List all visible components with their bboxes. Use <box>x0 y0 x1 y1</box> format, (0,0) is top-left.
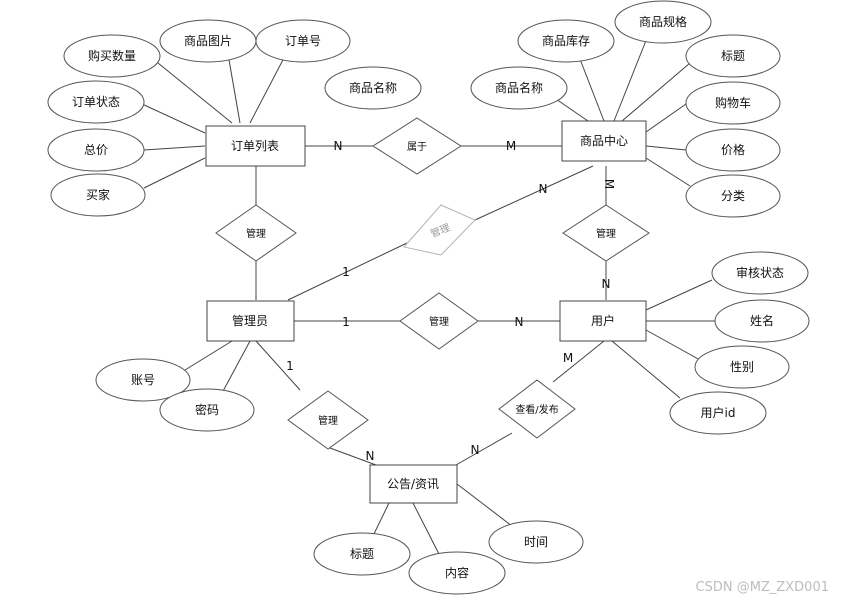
attr-ann-time-label: 时间 <box>524 535 548 549</box>
relationship-belongs: 属于 <box>372 117 462 175</box>
attr-gender: 性别 <box>694 345 790 389</box>
attr-spec-label: 商品规格 <box>639 14 687 29</box>
entity-user-label: 用户 <box>591 313 615 328</box>
attr-floating-product-name: 商品名称 <box>324 66 422 110</box>
attr-title: 标题 <box>685 34 781 78</box>
attr-ann-content: 内容 <box>408 551 506 595</box>
watermark: CSDN @MZ_ZXD001 <box>696 580 829 595</box>
attr-category-label: 分类 <box>721 189 745 203</box>
entity-order-list-label: 订单列表 <box>231 139 279 153</box>
entity-user: 用户 <box>559 300 647 342</box>
relationship-manage-announcements: 管理 <box>287 390 369 450</box>
attr-review-status-label: 审核状态 <box>736 265 784 280</box>
attr-category: 分类 <box>685 174 781 218</box>
card-product-manage: M <box>602 179 616 189</box>
attr-ann-title: 标题 <box>313 532 411 576</box>
card-admin-user-diamond: 1 <box>342 315 350 329</box>
relationship-manage-users: 管理 <box>562 204 650 262</box>
card-order-belongs: N <box>334 139 343 153</box>
card-mid-product: N <box>539 182 548 196</box>
attr-spec: 商品规格 <box>614 0 712 44</box>
card-admin-mid: 1 <box>342 265 350 279</box>
attr-purchase-qty: 购买数量 <box>63 34 161 78</box>
cardinality-labels: N M M N 1 N 1 N 1 N M N <box>286 139 616 463</box>
relationship-belongs-label: 属于 <box>407 141 427 153</box>
attr-stock-label: 商品库存 <box>542 33 590 48</box>
attr-floating-product-name-label: 商品名称 <box>349 80 397 95</box>
relationship-view-publish-label: 查看/发布 <box>515 403 558 416</box>
entity-product-center: 商品中心 <box>561 120 647 162</box>
card-manage-user: N <box>602 277 611 291</box>
attr-buyer-label: 买家 <box>86 187 110 202</box>
entity-announcement: 公告/资讯 <box>369 464 458 504</box>
attr-buyer: 买家 <box>50 173 146 217</box>
entity-admin: 管理员 <box>206 300 295 342</box>
attr-order-no: 订单号 <box>255 19 351 63</box>
attr-order-status: 订单状态 <box>47 80 145 124</box>
attr-product-name: 商品名称 <box>470 66 568 110</box>
attr-title-label: 标题 <box>721 49 745 63</box>
attr-user-id-label: 用户id <box>701 405 736 420</box>
attr-user-id: 用户id <box>669 391 767 435</box>
entity-admin-label: 管理员 <box>232 313 268 328</box>
attr-review-status: 审核状态 <box>711 251 809 295</box>
connector-lines <box>141 32 715 557</box>
relationship-admin-users-label: 管理 <box>429 315 449 328</box>
card-user-view-diamond: M <box>563 351 573 365</box>
relationship-manage-orders-label: 管理 <box>246 227 266 240</box>
relationship-manage-users-label: 管理 <box>596 227 616 240</box>
attr-ann-title-label: 标题 <box>350 547 374 561</box>
card-belongs-product: M <box>506 139 516 153</box>
attr-product-image-label: 商品图片 <box>184 33 232 48</box>
card-user-diamond-user: N <box>515 315 524 329</box>
attr-order-status-label: 订单状态 <box>72 95 120 109</box>
attr-price-label: 价格 <box>721 142 745 157</box>
attr-product-image: 商品图片 <box>159 19 257 63</box>
entity-product-center-label: 商品中心 <box>580 133 628 148</box>
attr-password-label: 密码 <box>195 402 219 417</box>
attr-cart-label: 购物车 <box>715 95 751 110</box>
relationship-view-publish: 查看/发布 <box>498 379 576 439</box>
relationship-manage-announcements-label: 管理 <box>318 414 338 427</box>
attr-ann-content-label: 内容 <box>445 565 469 580</box>
card-admin-ann-diamond: 1 <box>286 359 294 373</box>
attr-total-price: 总价 <box>47 128 145 172</box>
attr-product-name-label: 商品名称 <box>495 80 543 95</box>
attr-order-no-label: 订单号 <box>285 34 321 48</box>
attr-account-label: 账号 <box>131 373 155 387</box>
relationship-manage-products: 管理 <box>403 204 476 256</box>
entity-order-list: 订单列表 <box>205 125 306 167</box>
attr-account: 账号 <box>95 358 191 402</box>
attr-purchase-qty-label: 购买数量 <box>88 48 136 63</box>
attr-cart: 购物车 <box>685 81 781 125</box>
entity-announcement-label: 公告/资讯 <box>387 477 439 491</box>
card-view-diamond-ann: N <box>471 443 480 457</box>
attr-total-price-label: 总价 <box>84 143 108 157</box>
relationship-admin-users: 管理 <box>399 292 479 350</box>
attr-gender-label: 性别 <box>730 360 754 374</box>
card-ann-diamond-ann: N <box>366 449 375 463</box>
attr-user-name-label: 姓名 <box>750 313 774 328</box>
attr-user-name: 姓名 <box>714 299 810 343</box>
attr-ann-time: 时间 <box>488 520 584 564</box>
attr-stock: 商品库存 <box>517 19 615 63</box>
attr-price: 价格 <box>685 128 781 172</box>
attr-password: 密码 <box>159 388 255 432</box>
relationship-manage-orders: 管理 <box>215 204 297 262</box>
